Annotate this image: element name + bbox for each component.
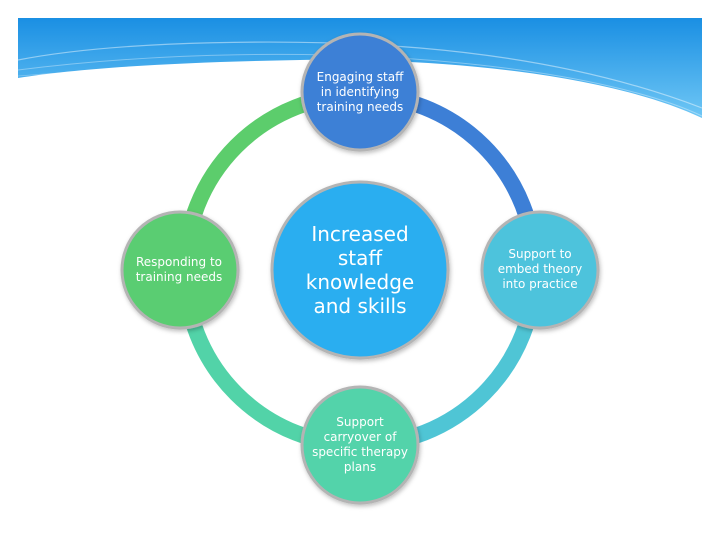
center-circle xyxy=(270,180,450,360)
header-banner xyxy=(17,18,703,118)
node-left-circle xyxy=(120,210,240,330)
node-bottom-circle xyxy=(300,385,420,505)
node-top-circle xyxy=(300,32,420,152)
node-right-circle xyxy=(480,210,600,330)
node-top-label: Engaging staff in identifying training n… xyxy=(316,69,404,114)
node-right-label: Support to embed theory into practice xyxy=(497,247,583,291)
node-bottom-label: Support carryover of specific therapy pl… xyxy=(312,415,408,474)
node-left-label: Responding to training needs xyxy=(135,254,223,284)
center-label: Increased staff knowledge and skills xyxy=(305,222,415,318)
